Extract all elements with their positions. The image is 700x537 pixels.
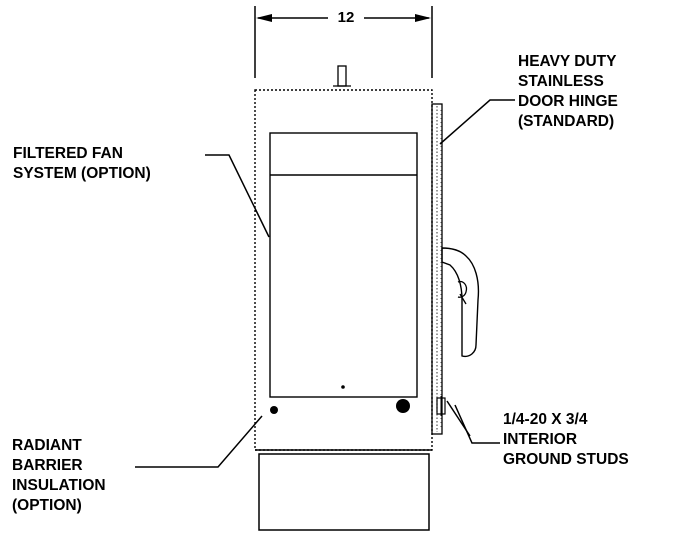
panel-center-dot (341, 385, 345, 389)
callout-line: GROUND STUDS (503, 451, 629, 468)
studs-leader-line-2 (454, 404, 500, 444)
door-handle (441, 247, 480, 358)
insulation-leader-line (135, 415, 263, 468)
callout-line: RADIANT (12, 437, 82, 454)
ground-stud-right (396, 399, 410, 413)
callout-line: SYSTEM (OPTION) (13, 165, 151, 182)
callout-line: INSULATION (12, 477, 106, 494)
callout-line: FILTERED FAN (13, 145, 123, 162)
ground-stud-left (270, 406, 278, 414)
callout-line: (OPTION) (12, 497, 82, 514)
enclosure-base (258, 453, 430, 531)
callout-line: DOOR HINGE (518, 93, 618, 110)
callout-line: INTERIOR (503, 431, 578, 448)
fan-leader-line (205, 154, 270, 238)
dimension-arrow-right (415, 14, 431, 22)
callout-line: (STANDARD) (518, 113, 615, 130)
hinge-leader-line (439, 99, 515, 145)
enclosure-body (254, 89, 433, 451)
top-vent-pipe (337, 65, 347, 87)
door-hinge (431, 103, 443, 435)
callout-line: BARRIER (12, 457, 83, 474)
callout-line: STAINLESS (518, 73, 604, 90)
callout-line: 1/4-20 X 3/4 (503, 411, 588, 428)
dimension-arrow-left (256, 14, 272, 22)
door-hinge-callout: HEAVY DUTY STAINLESS DOOR HINGE (STANDAR… (518, 52, 618, 132)
inner-door-panel (269, 132, 418, 398)
ground-studs-callout: 1/4-20 X 3/4 INTERIOR GROUND STUDS (503, 410, 629, 470)
radiant-barrier-callout: RADIANT BARRIER INSULATION (OPTION) (12, 436, 106, 516)
fan-system-callout: FILTERED FAN SYSTEM (OPTION) (13, 144, 151, 184)
width-dimension-label: 12 (331, 9, 361, 27)
callout-line: HEAVY DUTY (518, 53, 617, 70)
